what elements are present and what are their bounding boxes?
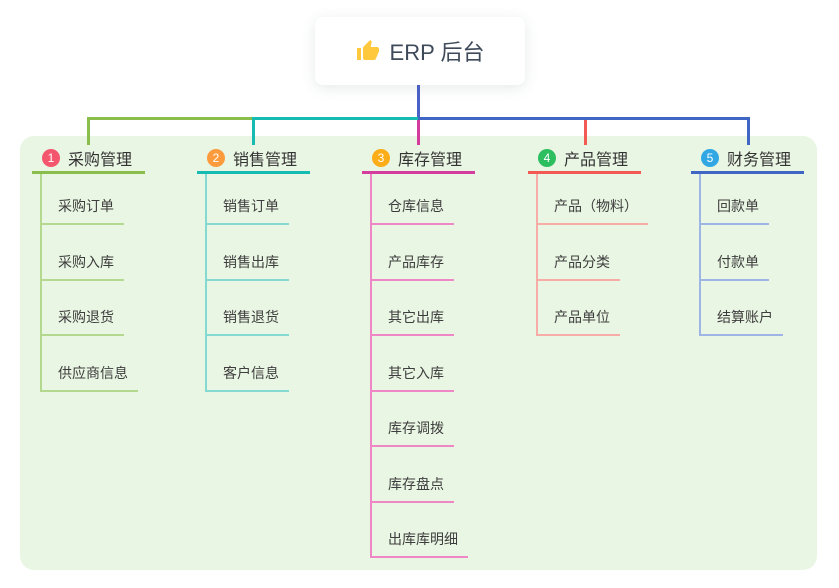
branch-children: 仓库信息 产品库存 其它出库 其它入库 库存调拨 库存盘点 出库库明细 [370,174,552,558]
mindmap-background-panel [20,136,817,570]
child-node[interactable]: 其它出库 [372,281,552,336]
branch-children: 采购订单 采购入库 采购退货 供应商信息 [40,174,222,392]
child-label: 仓库信息 [372,196,454,225]
child-node[interactable]: 库存调拨 [372,392,552,447]
child-node[interactable]: 产品库存 [372,225,552,281]
connector-line-branch2 [253,117,420,120]
child-label: 产品分类 [538,252,620,281]
child-label: 出库库明细 [372,529,468,558]
branch-label: 产品管理 [564,152,629,169]
branch-header-sales[interactable]: 2 销售管理 [197,145,310,174]
child-node[interactable]: 库存盘点 [372,447,552,503]
child-label: 库存盘点 [372,474,454,503]
child-node[interactable]: 产品（物料） [538,174,718,225]
branch-finance: 5 财务管理 回款单 付款单 结算账户 [691,145,804,336]
branch-children: 回款单 付款单 结算账户 [699,174,839,336]
branch-number-badge: 4 [538,149,556,167]
connector-drop-branch3 [417,120,420,145]
child-node[interactable]: 供应商信息 [42,336,222,392]
branch-header-purchase[interactable]: 1 采购管理 [32,145,145,174]
child-node[interactable]: 销售出库 [207,225,387,281]
connector-line-branch5 [418,117,750,120]
branch-label: 财务管理 [727,152,792,169]
branch-children: 销售订单 销售出库 销售退货 客户信息 [205,174,387,392]
branch-label: 采购管理 [68,152,133,169]
branch-children: 产品（物料） 产品分类 产品单位 [536,174,718,336]
connector-drop-branch2 [252,117,255,145]
child-label: 产品库存 [372,252,454,281]
child-label: 回款单 [701,196,769,225]
branch-header-finance[interactable]: 5 财务管理 [691,145,804,174]
branch-number-badge: 2 [207,149,225,167]
branch-sales: 2 销售管理 销售订单 销售出库 销售退货 客户信息 [197,145,310,392]
child-label: 采购退货 [42,307,124,336]
connector-drop-branch1 [87,117,90,145]
child-label: 客户信息 [207,363,289,392]
root-node[interactable]: ERP 后台 [315,17,525,85]
branch-header-inventory[interactable]: 3 库存管理 [362,145,475,174]
child-node[interactable]: 其它入库 [372,336,552,392]
branch-number-badge: 1 [42,149,60,167]
child-node[interactable]: 付款单 [701,225,839,281]
branch-product: 4 产品管理 产品（物料） 产品分类 产品单位 [528,145,648,336]
child-label: 供应商信息 [42,363,138,392]
connector-drop-branch5 [747,117,750,145]
child-label: 销售出库 [207,252,289,281]
child-label: 产品（物料） [538,196,648,225]
child-node[interactable]: 产品单位 [538,281,718,336]
child-label: 其它入库 [372,363,454,392]
child-label: 产品单位 [538,307,620,336]
branch-label: 销售管理 [233,152,298,169]
branch-header-product[interactable]: 4 产品管理 [528,145,641,174]
thumbs-up-icon [356,40,379,60]
connector-drop-branch4 [584,120,587,145]
child-label: 库存调拨 [372,418,454,447]
branch-purchase: 1 采购管理 采购订单 采购入库 采购退货 供应商信息 [32,145,145,392]
child-node[interactable]: 客户信息 [207,336,387,392]
branch-number-badge: 3 [372,149,390,167]
child-node[interactable]: 采购订单 [42,174,222,225]
child-label: 销售订单 [207,196,289,225]
child-label: 采购入库 [42,252,124,281]
root-connector-line [417,85,420,118]
child-node[interactable]: 销售订单 [207,174,387,225]
child-node[interactable]: 结算账户 [701,281,839,336]
branch-label: 库存管理 [398,152,463,169]
child-node[interactable]: 仓库信息 [372,174,552,225]
branch-inventory: 3 库存管理 仓库信息 产品库存 其它出库 其它入库 库存调拨 库存盘点 出库库… [362,145,475,558]
connector-line-branch1 [87,117,255,120]
child-label: 其它出库 [372,307,454,336]
child-label: 结算账户 [701,307,783,336]
child-label: 采购订单 [42,196,124,225]
child-label: 付款单 [701,252,769,281]
child-node[interactable]: 采购退货 [42,281,222,336]
child-node[interactable]: 回款单 [701,174,839,225]
child-node[interactable]: 出库库明细 [372,503,552,558]
child-label: 销售退货 [207,307,289,336]
root-label: ERP 后台 [389,40,485,65]
branch-number-badge: 5 [701,149,719,167]
child-node[interactable]: 采购入库 [42,225,222,281]
child-node[interactable]: 产品分类 [538,225,718,281]
child-node[interactable]: 销售退货 [207,281,387,336]
